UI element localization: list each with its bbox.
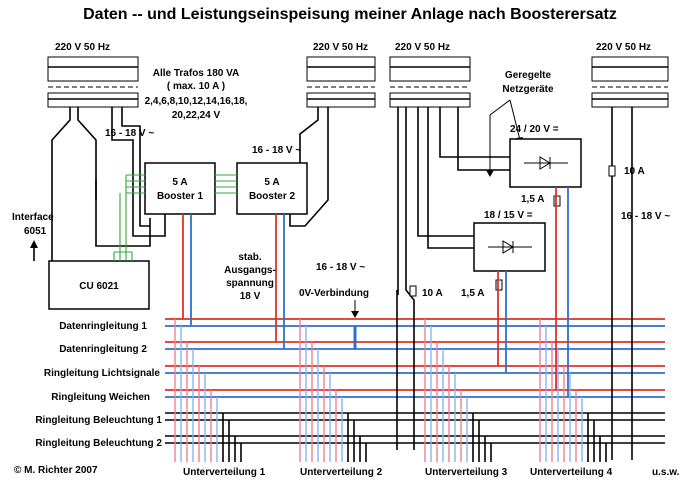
trafo-secondary-1	[47, 92, 139, 108]
stab-note: stab. Ausgangs- spannung 18 V	[224, 252, 276, 302]
svg-text:24 / 20 V =: 24 / 20 V =	[510, 124, 559, 135]
transformer-1: 220 V 50 Hz	[47, 42, 139, 108]
svg-text:1,5 A: 1,5 A	[521, 194, 545, 205]
svg-text:CU 6021: CU 6021	[79, 281, 119, 292]
svg-text:18 / 15 V =: 18 / 15 V =	[484, 210, 533, 221]
sub-label-3: Unterverteilung 3	[425, 467, 508, 478]
svg-text:10 A: 10 A	[422, 288, 443, 299]
trafo-note: Alle Trafos 180 VA ( max. 10 A ) 2,4,6,8…	[145, 68, 248, 121]
fuse-1-5a-2	[553, 195, 561, 207]
ring-label-5: Ringleitung Beleuchtung 1	[35, 415, 162, 426]
svg-text:Booster 2: Booster 2	[249, 191, 296, 202]
voltage-label-4: 16 - 18 V ~	[621, 211, 670, 222]
psu-24v: 24 / 20 V =	[509, 124, 582, 188]
netzgeraete-label: Geregelte Netzgeräte	[502, 70, 554, 95]
booster-outputs	[182, 214, 285, 349]
drops-3	[424, 319, 492, 462]
drops-2	[299, 319, 367, 462]
svg-text:5 A: 5 A	[264, 177, 279, 188]
ring-label-3: Ringleitung Lichtsignale	[44, 368, 161, 379]
svg-text:Booster 1: Booster 1	[157, 191, 204, 202]
control-unit: CU 6021	[48, 260, 150, 310]
psu-18v: 18 / 15 V =	[473, 210, 546, 272]
ring-lines	[165, 318, 665, 444]
voltage-label-1: 16 - 18 V ~	[105, 128, 154, 139]
svg-text:stab.: stab.	[238, 252, 262, 263]
ring-label-4: Ringleitung Weichen	[51, 392, 150, 403]
ring-label-6: Ringleitung Beleuchtung 2	[35, 438, 162, 449]
svg-text:( max. 10 A ): ( max. 10 A )	[167, 81, 225, 92]
data-bus	[113, 174, 237, 261]
fuse-10a-2	[608, 165, 616, 177]
mains-label-2: 220 V 50 Hz	[313, 42, 368, 53]
sub-label-1: Unterverteilung 1	[183, 467, 266, 478]
svg-text:Ausgangs-: Ausgangs-	[224, 265, 276, 276]
svg-text:18 V: 18 V	[240, 291, 261, 302]
svg-text:2,4,6,8,10,12,14,16,18,: 2,4,6,8,10,12,14,16,18,	[145, 96, 248, 107]
svg-text:Netzgeräte: Netzgeräte	[502, 84, 554, 95]
svg-text:1,5 A: 1,5 A	[461, 288, 485, 299]
svg-text:10 A: 10 A	[624, 166, 645, 177]
svg-text:5 A: 5 A	[172, 177, 187, 188]
sub-label-2: Unterverteilung 2	[300, 467, 383, 478]
drops-4	[539, 319, 607, 462]
svg-text:20,22,24 V: 20,22,24 V	[172, 110, 221, 121]
ring-label-1: Datenringleitung 1	[59, 321, 147, 332]
copyright: © M. Richter 2007	[14, 465, 98, 476]
svg-text:spannung: spannung	[226, 278, 274, 289]
trafo-primary-1	[47, 56, 139, 82]
mains-label-3: 220 V 50 Hz	[395, 42, 450, 53]
ring-label-2: Datenringleitung 2	[59, 344, 147, 355]
fuse-1-5a-1	[495, 279, 503, 291]
fuse-10a-1	[409, 285, 417, 297]
svg-text:6051: 6051	[24, 226, 47, 237]
transformer-2: 220 V 50 Hz	[306, 42, 376, 108]
booster-1: 5 A Booster 1	[144, 162, 216, 215]
voltage-label-3: 16 - 18 V ~	[316, 262, 365, 273]
ring-labels: Datenringleitung 1 Datenringleitung 2 Ri…	[35, 321, 162, 449]
transformer-3: 220 V 50 Hz	[389, 42, 471, 108]
psu-outputs	[497, 187, 569, 397]
sub-label-more: u.s.w.	[652, 467, 680, 478]
voltage-label-2: 16 - 18 V ~	[252, 145, 301, 156]
zero-volt-label: 0V-Verbindung	[299, 288, 369, 299]
drops-1	[174, 319, 242, 462]
booster-2: 5 A Booster 2	[236, 162, 308, 215]
interface-label: Interface	[12, 212, 54, 223]
diagram-title: Daten -- und Leistungseinspeisung meiner…	[83, 6, 617, 23]
sub-label-4: Unterverteilung 4	[530, 467, 613, 478]
svg-text:Alle Trafos 180 VA: Alle Trafos 180 VA	[153, 68, 240, 79]
mains-label-4: 220 V 50 Hz	[596, 42, 651, 53]
mains-label-1: 220 V 50 Hz	[55, 42, 110, 53]
fuses: 10 A 10 A 1,5 A 1,5 A	[409, 165, 645, 299]
svg-text:Geregelte: Geregelte	[505, 70, 552, 81]
transformer-4: 220 V 50 Hz	[591, 42, 669, 108]
